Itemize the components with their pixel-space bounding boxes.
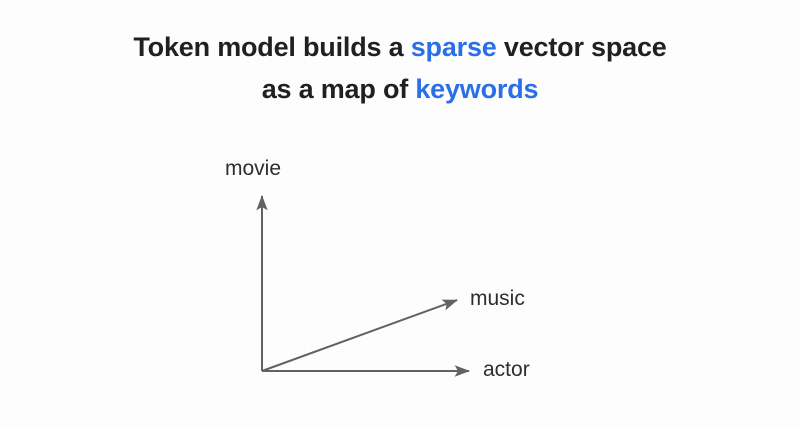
title-line-2: as a map of keywords: [0, 68, 800, 110]
title-line-1-part-1: Token model builds a: [133, 32, 411, 62]
page-title: Token model builds a sparse vector space…: [0, 26, 800, 110]
axis-label-music: music: [470, 287, 525, 310]
title-line-1: Token model builds a sparse vector space: [0, 26, 800, 68]
axis-label-actor: actor: [483, 358, 530, 381]
axis-line-music: [261, 299, 458, 372]
title-accent-sparse: sparse: [410, 32, 497, 62]
title-line-2-part-1: as a map of: [261, 74, 416, 104]
title-accent-keywords: keywords: [415, 74, 539, 104]
axis-label-movie: movie: [225, 157, 282, 180]
title-line-1-part-3: vector space: [496, 32, 667, 62]
